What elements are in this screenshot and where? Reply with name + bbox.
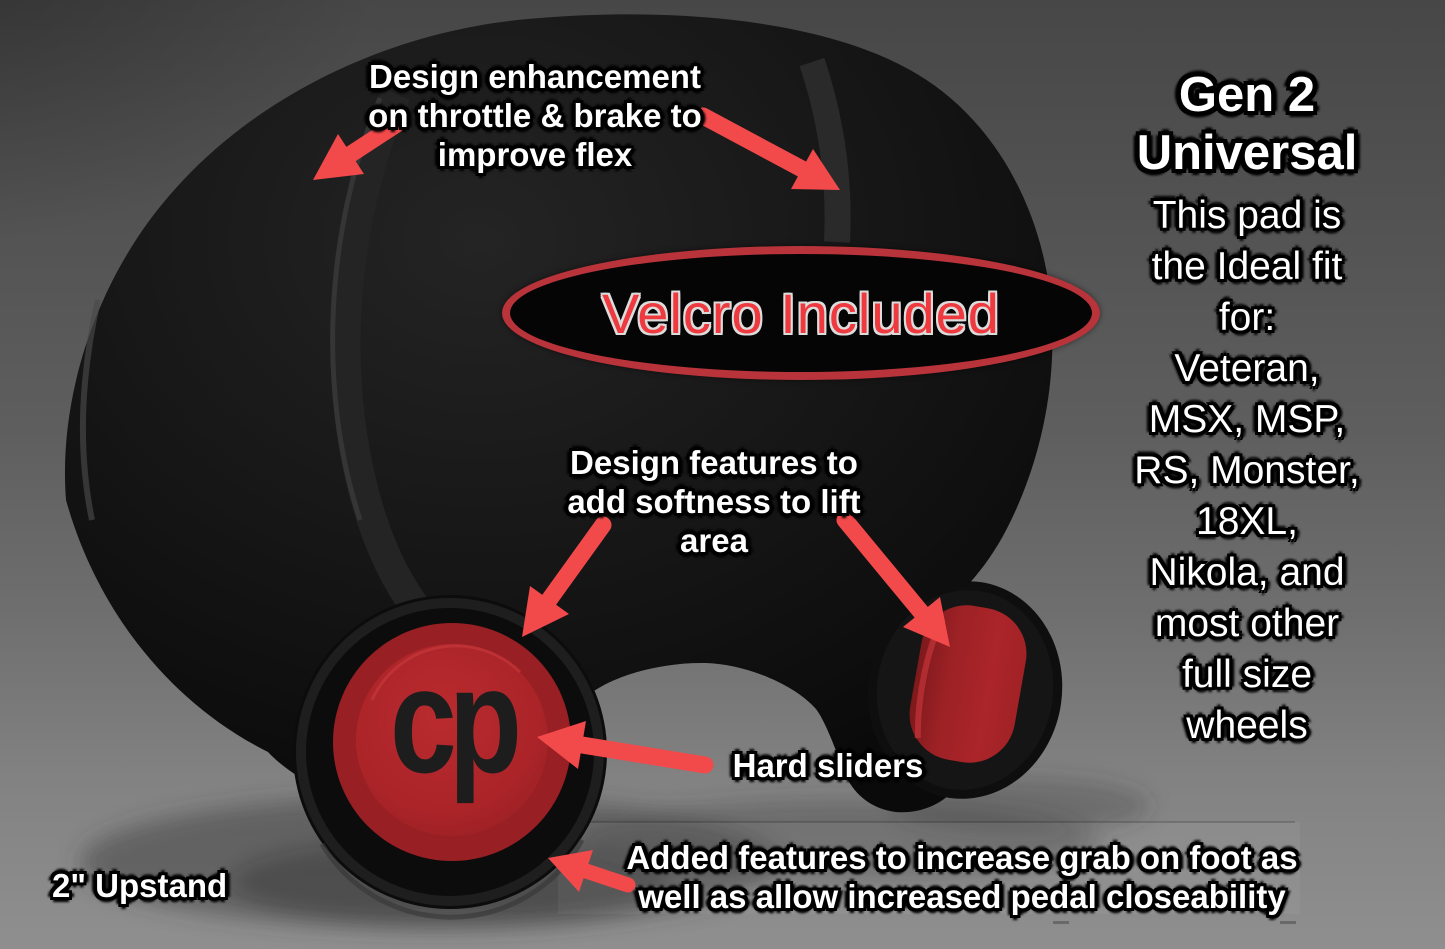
callout-softness-line1: Design features to (570, 444, 858, 481)
info-body-line3: for: (1218, 296, 1276, 339)
info-panel: Gen 2 Universal This pad is the Ideal fi… (1082, 66, 1412, 751)
arrow-hard-sliders (537, 721, 714, 774)
info-body-line8: Nikola, and (1149, 551, 1345, 594)
callout-hard-sliders-label: Hard sliders (732, 747, 924, 784)
left-red-slider: cp (333, 623, 571, 861)
info-panel-body: This pad is the Ideal fit for: Veteran, … (1082, 190, 1412, 751)
callout-flex-line1: Design enhancement (369, 58, 701, 95)
info-body-line1: This pad is (1152, 194, 1342, 237)
info-body-line4: Veteran, (1174, 347, 1320, 390)
cp-logo: cp (390, 636, 518, 804)
callout-softness-line3: area (680, 522, 748, 559)
callout-flex: Design enhancement on throttle & brake t… (300, 57, 770, 174)
velcro-included-badge: Velcro Included (502, 246, 1100, 380)
info-body-line2: the Ideal fit (1151, 245, 1343, 288)
callout-hard-sliders: Hard sliders (718, 746, 938, 785)
info-title-line2: Universal (1136, 126, 1358, 180)
callout-upstand: 2" Upstand (52, 866, 272, 905)
info-body-line6: RS, Monster, (1134, 449, 1360, 492)
callout-flex-line2: on throttle & brake to (368, 97, 702, 134)
arrow-grab (548, 850, 636, 893)
arrow-flex-left (313, 113, 409, 180)
info-body-line7: 18XL, (1196, 500, 1298, 543)
pad-body (64, 14, 1053, 816)
info-title-line1: Gen 2 (1178, 68, 1316, 122)
callout-softness: Design features to add softness to lift … (514, 443, 914, 560)
callout-flex-line3: improve flex (437, 136, 633, 173)
arrow-softness-right (836, 511, 950, 647)
callout-grab: Added features to increase grab on foot … (582, 838, 1342, 916)
floor-seam-line (558, 821, 1300, 924)
info-body-line9: most other (1154, 602, 1340, 645)
info-body-line5: MSX, MSP, (1148, 398, 1346, 441)
callout-upstand-label: 2" Upstand (52, 867, 228, 904)
arrow-softness-left (522, 516, 612, 637)
callout-softness-line2: add softness to lift (567, 483, 861, 520)
info-panel-title: Gen 2 Universal (1082, 66, 1412, 182)
callout-grab-line1: Added features to increase grab on foot … (626, 839, 1298, 876)
arrow-flex-right (694, 107, 840, 190)
callout-arrows (313, 107, 950, 893)
velcro-badge-label: Velcro Included (602, 281, 1000, 345)
callout-grab-line2: well as allow increased pedal closeabili… (638, 878, 1286, 915)
info-body-line10: full size (1181, 653, 1313, 696)
info-body-line11: wheels (1186, 704, 1308, 747)
